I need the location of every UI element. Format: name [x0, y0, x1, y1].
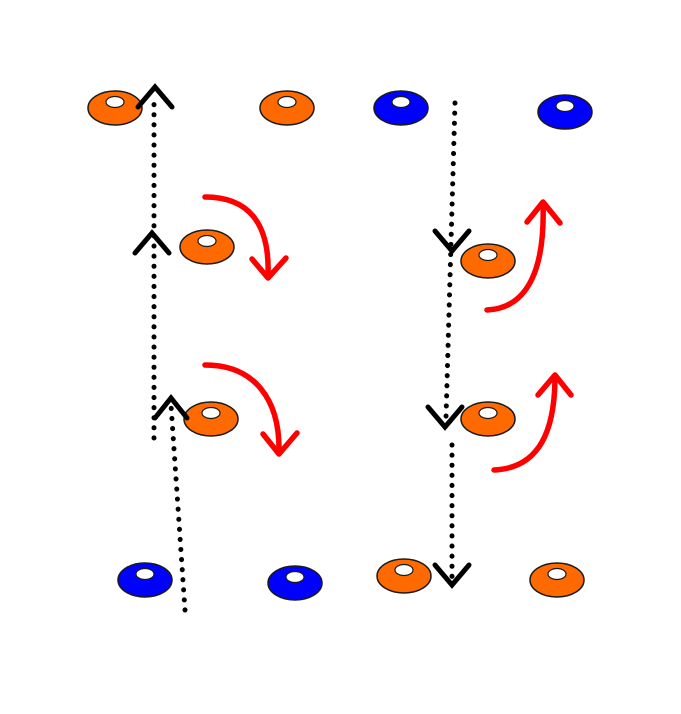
cone-mid-left-lower	[183, 401, 239, 437]
cone-bottom-right-2	[529, 562, 585, 598]
dotted-path-right-top	[443, 100, 458, 421]
curved-arrow-down-right-2	[202, 362, 300, 457]
chevron-up-icon	[152, 393, 190, 421]
cone-mid-left-upper	[179, 229, 235, 265]
cone-bottom-left-1	[117, 562, 173, 598]
curved-arrow-up-right-2	[491, 372, 574, 473]
chevron-up-icon	[132, 229, 172, 256]
curved-arrow-down-right-1	[202, 194, 289, 281]
chevrons-layer	[132, 83, 472, 589]
cone-top-right-1	[373, 90, 429, 126]
chevron-down-icon	[432, 562, 472, 589]
cone-mid-right-upper	[460, 243, 516, 279]
cone-bottom-right-1	[376, 558, 432, 594]
cones-layer	[87, 90, 593, 601]
chevron-down-icon	[425, 404, 465, 431]
dotted-path-left-bottom	[168, 402, 188, 613]
run-paths-layer	[151, 92, 458, 613]
cone-top-right-2	[537, 94, 593, 130]
curved-arrow-up-right-1	[484, 199, 563, 313]
cone-bottom-left-2	[267, 565, 323, 601]
cone-top-left-2	[259, 90, 315, 126]
curved-arrows-layer	[202, 194, 574, 473]
chevron-up-icon	[135, 83, 175, 110]
cone-mid-right-lower	[460, 401, 516, 437]
cone-top-left-1	[87, 90, 143, 126]
chevron-down-icon	[432, 228, 472, 255]
